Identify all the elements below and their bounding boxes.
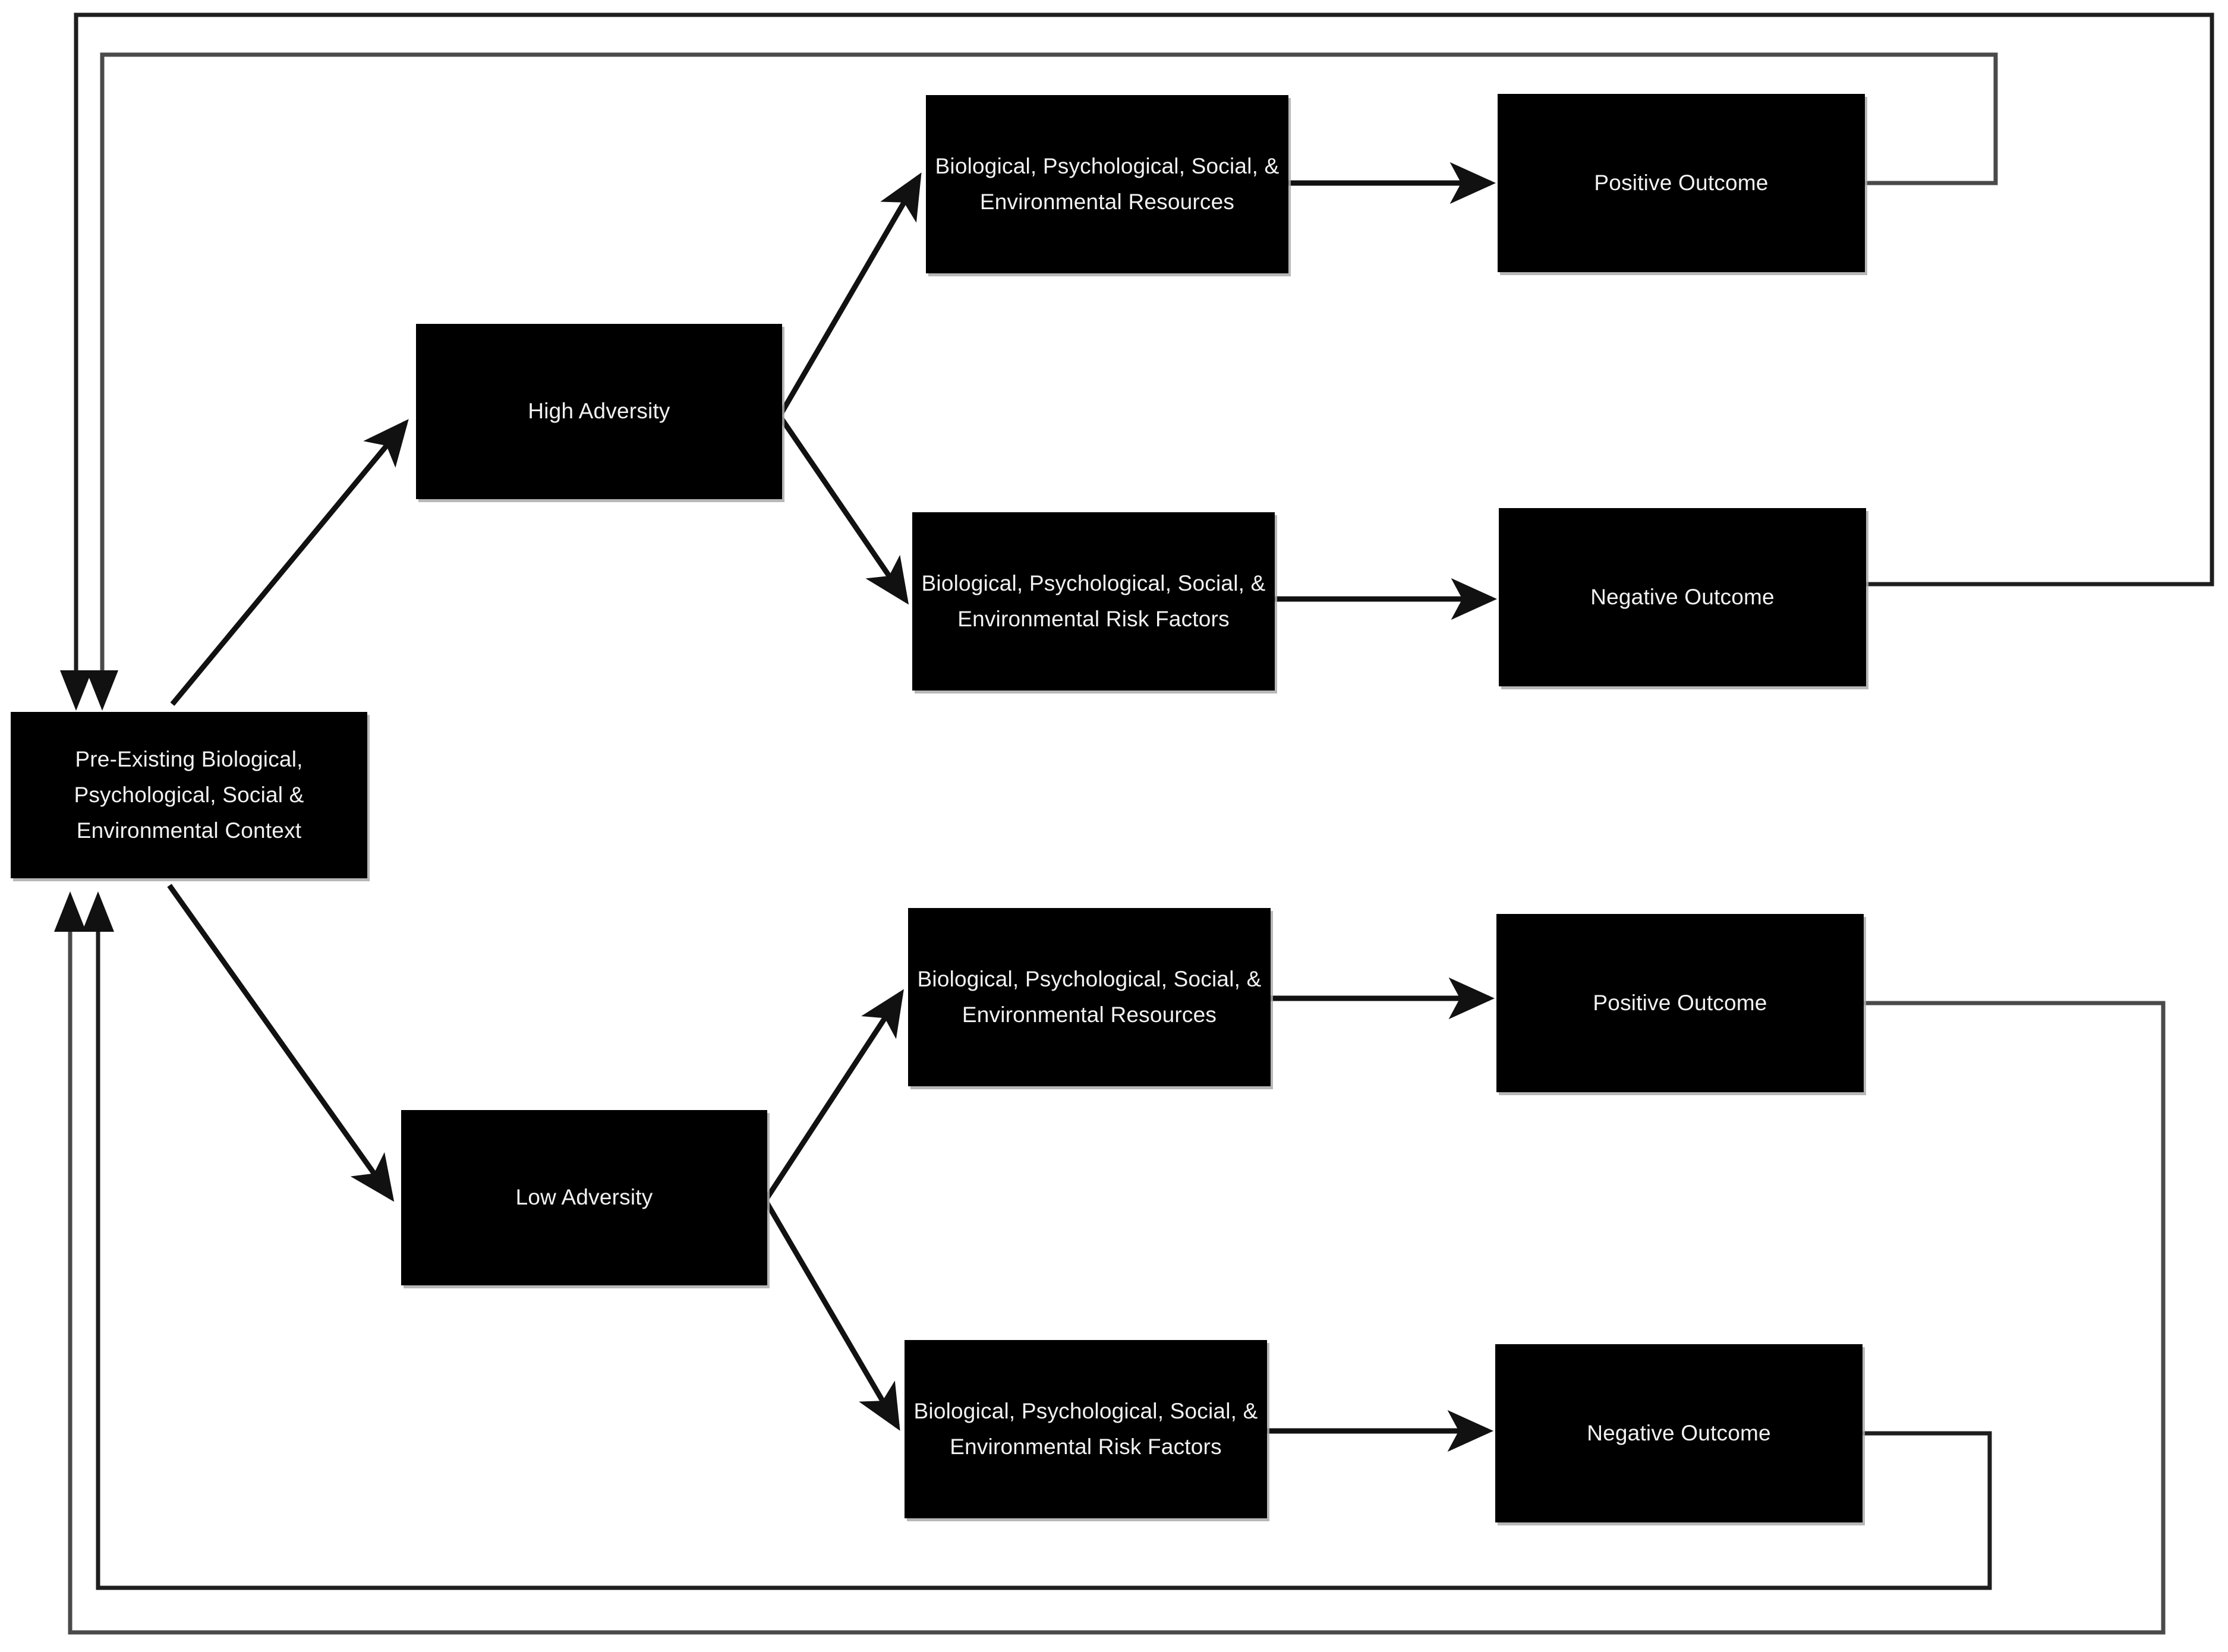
feedback-high-positive-to-context (86, 52, 1998, 711)
node-low-positive-outcome-label: Positive Outcome (1593, 990, 1767, 1015)
low-adversity-to-low-resources (763, 989, 904, 1202)
node-high-positive-outcome-label: Positive Outcome (1594, 170, 1769, 195)
feedback-low-positive-to-context (54, 891, 2166, 1635)
node-high-resources-label: Biological, Psychological, Social, & Env… (935, 154, 1280, 214)
node-high-negative-outcome[interactable]: Negative Outcome (1499, 508, 1866, 686)
node-context[interactable]: Pre-Existing Biological, Psychological, … (11, 712, 367, 878)
node-high-negative-outcome-label: Negative Outcome (1590, 584, 1775, 609)
node-context-label: Pre-Existing Biological, Psychological, … (74, 747, 304, 843)
node-low-adversity[interactable]: Low Adversity (401, 1110, 767, 1285)
high-adversity-to-high-resources (777, 172, 922, 418)
node-low-negative-outcome-label: Negative Outcome (1587, 1420, 1771, 1445)
node-high-risk-factors-label: Biological, Psychological, Social, & Env… (921, 571, 1266, 631)
high-adversity-to-high-risk (777, 414, 909, 605)
node-high-risk-factors[interactable]: Biological, Psychological, Social, & Env… (912, 512, 1275, 691)
node-high-adversity[interactable]: High Adversity (416, 324, 782, 499)
node-high-resources[interactable]: Biological, Psychological, Social, & Env… (926, 95, 1288, 273)
node-low-risk-factors[interactable]: Biological, Psychological, Social, & Env… (905, 1340, 1267, 1518)
node-low-resources[interactable]: Biological, Psychological, Social, & Env… (908, 908, 1271, 1086)
node-low-positive-outcome[interactable]: Positive Outcome (1496, 914, 1864, 1092)
low-adversity-to-low-risk (763, 1199, 900, 1431)
context-to-low-adversity (167, 884, 395, 1202)
context-to-high-adversity (170, 419, 409, 706)
feedback-low-negative-to-context (82, 891, 1992, 1590)
node-high-adversity-label: High Adversity (528, 399, 670, 424)
feedback-high-negative-to-context (60, 12, 2214, 711)
node-low-adversity-label: Low Adversity (515, 1185, 653, 1210)
node-low-resources-label: Biological, Psychological, Social, & Env… (917, 967, 1262, 1027)
node-low-negative-outcome[interactable]: Negative Outcome (1495, 1344, 1863, 1522)
node-high-positive-outcome[interactable]: Positive Outcome (1498, 94, 1865, 272)
node-low-risk-factors-label: Biological, Psychological, Social, & Env… (913, 1399, 1258, 1459)
